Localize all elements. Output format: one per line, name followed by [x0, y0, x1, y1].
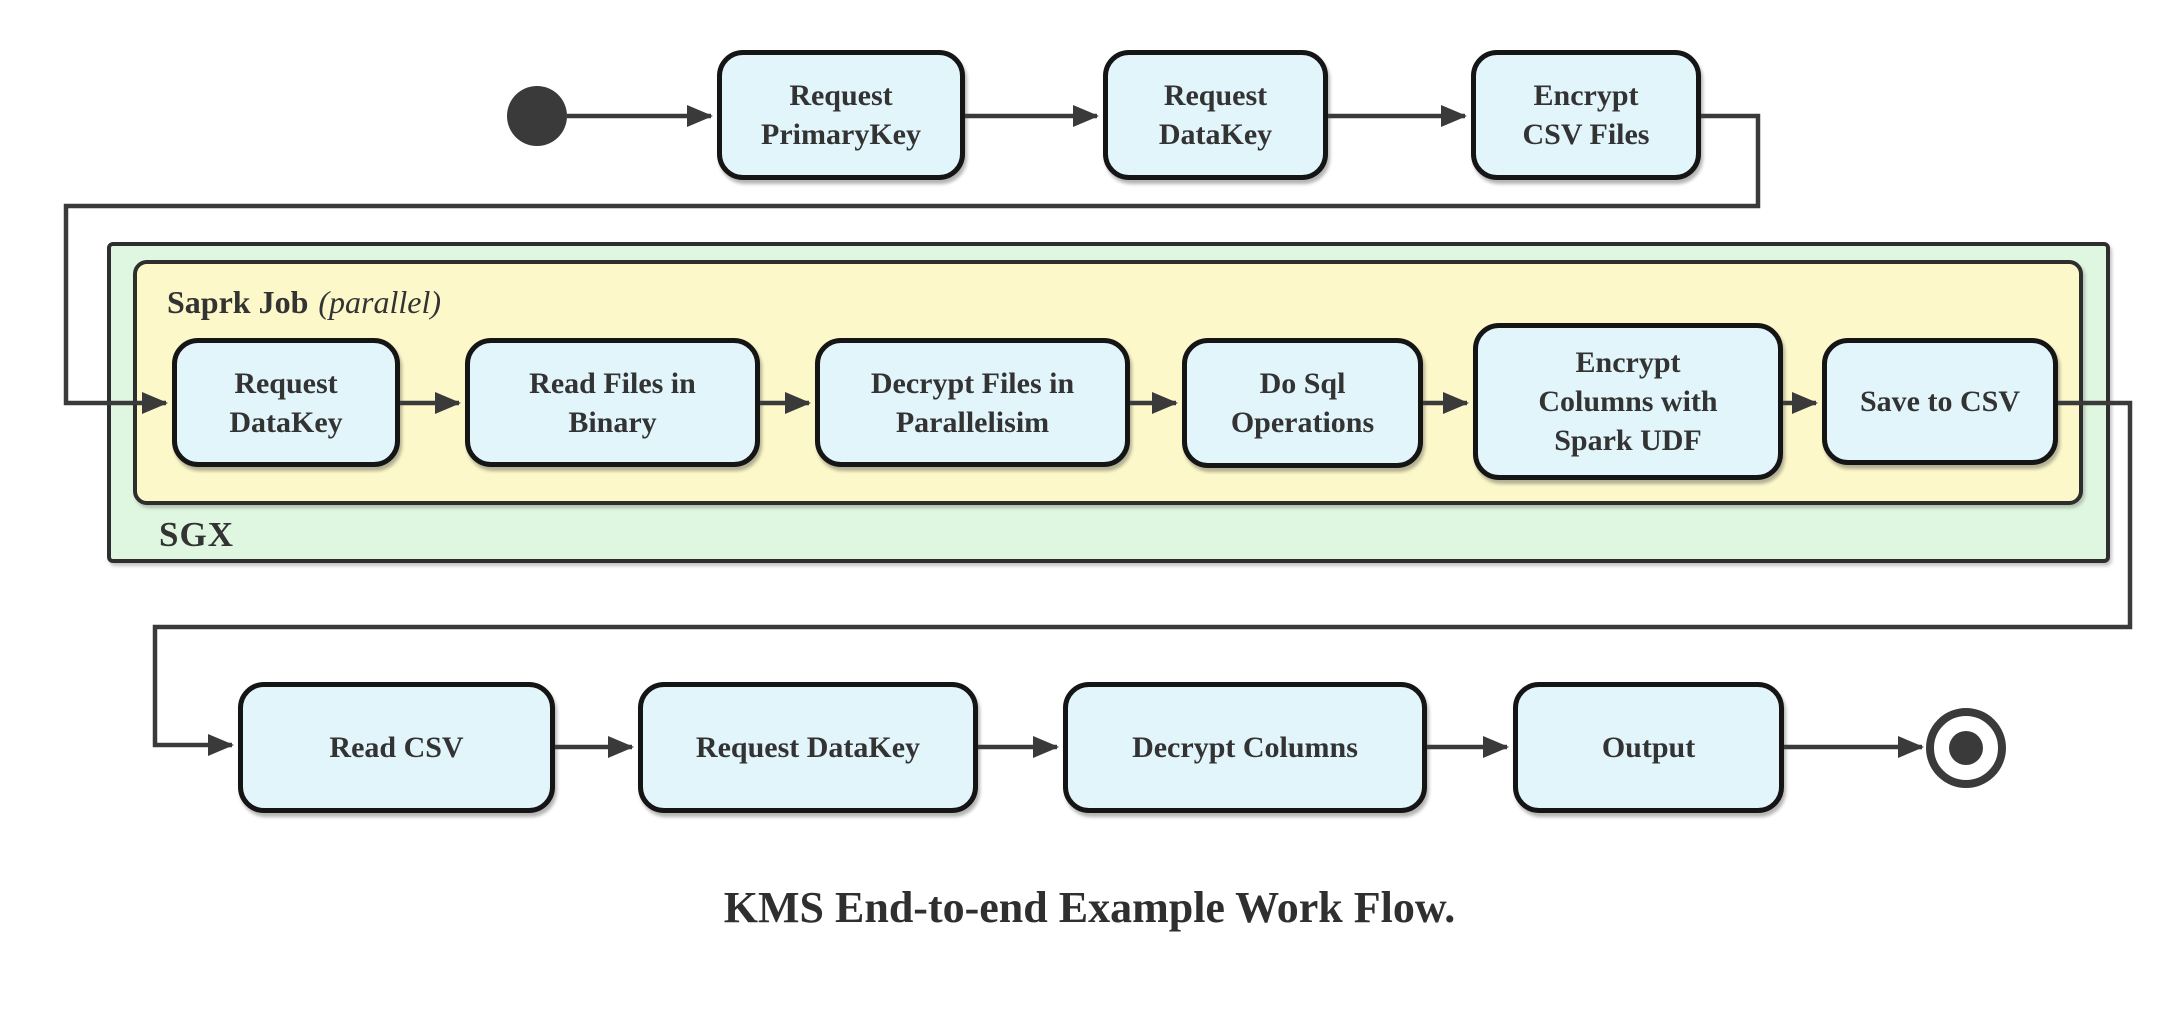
node-label: Request PrimaryKey [761, 79, 921, 151]
node-label: Encrypt CSV Files [1522, 79, 1650, 151]
node-label: Read CSV [329, 731, 464, 764]
diagram-caption: KMS End-to-end Example Work Flow. [723, 883, 1456, 932]
edge-encrypt-csv-files-to-sgx-request-datakey [63, 113, 1761, 414]
end-state-inner-dot [1949, 731, 1983, 765]
node-label: Request DataKey [1158, 79, 1273, 151]
node-label: Save to CSV [1859, 385, 2020, 418]
node-label: Request DataKey [229, 366, 343, 439]
node-decrypt-files-in-parallelisim: Decrypt Files in Parallelisim [815, 338, 1130, 467]
node-label: Decrypt Columns [1132, 731, 1358, 764]
node-encrypt-columns-with-spark-udf: Encrypt Columns with Spark UDF [1473, 323, 1783, 480]
node-encrypt-csv-files: Encrypt CSV Files [1471, 50, 1701, 180]
node-label: Decrypt Files in Parallelisim [870, 366, 1075, 439]
node-label: Output [1601, 731, 1696, 764]
node-decrypt-columns: Decrypt Columns [1063, 682, 1427, 813]
node-request-datakey-top: Request DataKey [1103, 50, 1328, 180]
edge-save-to-csv-to-read-csv [152, 400, 2133, 756]
spark-job-label-text: Saprk Job [167, 284, 309, 320]
node-do-sql-operations: Do Sql Operations [1182, 338, 1423, 468]
spark-job-qualifier: (parallel) [318, 284, 442, 320]
node-read-csv: Read CSV [238, 682, 555, 813]
node-request-primarykey: Request PrimaryKey [717, 50, 965, 180]
node-label: Do Sql Operations [1230, 367, 1375, 439]
node-read-files-in-binary: Read Files in Binary [465, 338, 760, 467]
start-state-icon [507, 86, 567, 146]
node-output: Output [1513, 682, 1784, 813]
spark-job-label: Saprk Job(parallel) [167, 284, 441, 321]
node-label: Encrypt Columns with Spark UDF [1538, 346, 1718, 457]
node-label: Read Files in Binary [529, 366, 696, 439]
sgx-label: SGX [159, 515, 234, 554]
node-request-datakey-bottom: Request DataKey [638, 682, 978, 813]
node-save-to-csv: Save to CSV [1822, 338, 2058, 465]
node-sgx-request-datakey: Request DataKey [172, 338, 400, 467]
node-label: Request DataKey [695, 731, 921, 764]
